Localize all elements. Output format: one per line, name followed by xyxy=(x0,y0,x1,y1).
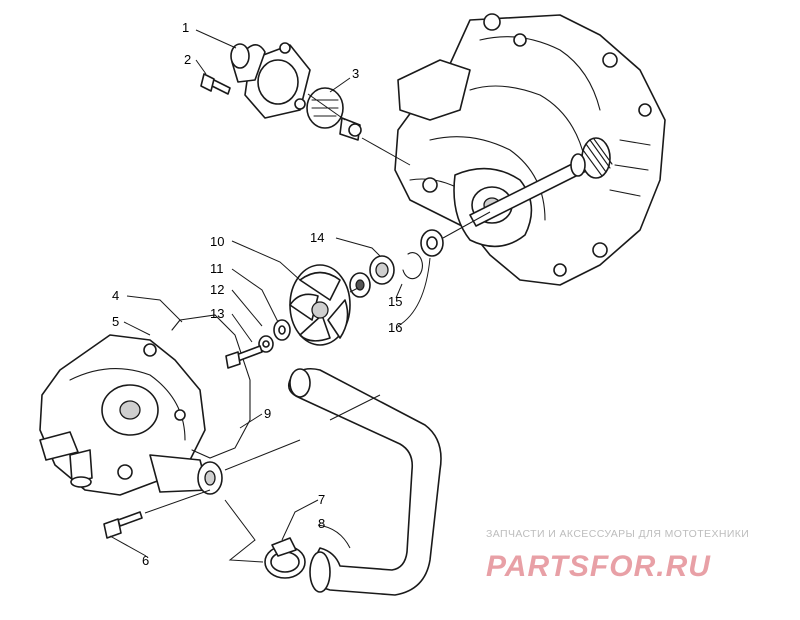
circlip-15 xyxy=(402,252,423,280)
housing-bolt xyxy=(200,73,231,95)
bearing-16 xyxy=(420,229,444,257)
drive-shaft xyxy=(469,137,613,227)
callout-2: 2 xyxy=(184,52,191,67)
callout-3: 3 xyxy=(352,66,359,81)
callout-5: 5 xyxy=(112,314,119,329)
washer-11 xyxy=(273,319,291,341)
drive-gear xyxy=(570,137,613,179)
gasket xyxy=(171,314,251,459)
thermostat-housing xyxy=(230,42,311,119)
callout-13: 13 xyxy=(210,306,224,321)
watermark: ЗАПЧАСТИ И АКСЕССУАРЫ ДЛЯ МОТОТЕХНИКИ PA… xyxy=(486,528,749,583)
impeller-bolt xyxy=(225,345,263,369)
callout-10: 10 xyxy=(210,234,224,249)
thermostat xyxy=(306,87,362,141)
callout-4: 4 xyxy=(112,288,119,303)
hose-clamp xyxy=(264,537,306,579)
water-pump-cover xyxy=(39,334,206,496)
seal-14 xyxy=(349,255,395,298)
watermark-logo: PARTSFOR.RU xyxy=(486,550,711,583)
assembly-lines xyxy=(144,93,491,563)
cover-bolt xyxy=(103,511,143,539)
callout-11: 11 xyxy=(210,261,224,276)
callout-1: 1 xyxy=(182,20,189,35)
coolant-hose xyxy=(287,367,442,596)
callout-14: 14 xyxy=(310,230,324,245)
callout-12: 12 xyxy=(210,282,224,297)
callout-8: 8 xyxy=(318,516,325,531)
callout-15: 15 xyxy=(388,294,402,309)
callout-9: 9 xyxy=(264,406,271,421)
callout-leaders xyxy=(109,29,431,557)
washer-12 xyxy=(258,335,274,353)
callout-6: 6 xyxy=(142,553,149,568)
callout-16: 16 xyxy=(388,320,402,335)
pump-outlet xyxy=(149,454,223,495)
callout-7: 7 xyxy=(318,492,325,507)
watermark-tagline: ЗАПЧАСТИ И АКСЕССУАРЫ ДЛЯ МОТОТЕХНИКИ xyxy=(486,528,749,540)
impeller xyxy=(289,264,351,346)
